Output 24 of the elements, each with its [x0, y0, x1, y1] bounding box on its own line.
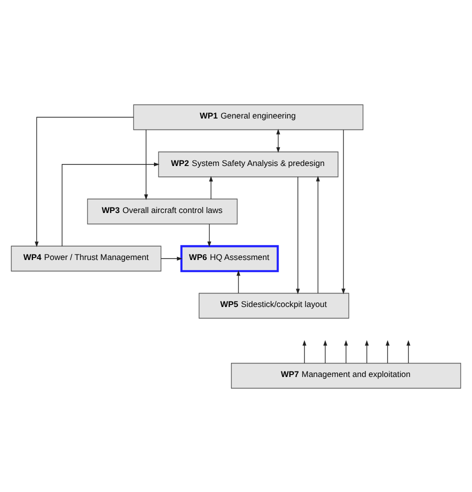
- arrow: [160, 256, 182, 260]
- arrow: [207, 223, 212, 247]
- arrow: [364, 340, 369, 363]
- arrow: [344, 340, 348, 363]
- arrow: [209, 175, 213, 199]
- arrow: [386, 340, 390, 363]
- node-box: WP7 Management and exploitation: [230, 362, 462, 388]
- arrow: [341, 129, 346, 294]
- node-box: WP1 General engineering: [133, 104, 364, 130]
- arrow: [236, 270, 240, 293]
- arrow: [296, 176, 300, 294]
- node-box: WP4 Power / Thrust Management: [10, 245, 162, 271]
- arrow: [62, 162, 160, 246]
- node-box: WP2 System Safety Analysis & predesign: [158, 151, 338, 177]
- node-box: WP3 Overall aircraft control laws: [87, 198, 238, 224]
- node-box: WP6 HQ Assessment: [180, 244, 279, 272]
- arrow: [302, 340, 306, 363]
- arrow: [406, 340, 410, 363]
- arrow: [144, 128, 148, 200]
- arrow: [323, 340, 328, 363]
- arrow: [316, 175, 320, 294]
- arrow: [276, 128, 280, 152]
- arrow: [34, 116, 134, 247]
- node-box: WP5 Sidestick/cockpit layout: [198, 292, 350, 318]
